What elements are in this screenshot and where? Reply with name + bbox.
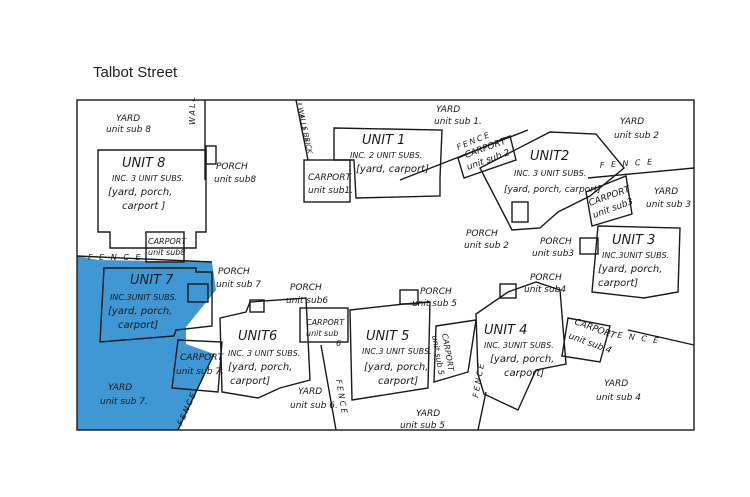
street-name-label: Talbot Street xyxy=(93,64,178,81)
yard-6-label: YARD xyxy=(298,387,322,397)
yard-4-label: YARD xyxy=(604,379,628,389)
unit-4-name: UNIT 4 xyxy=(484,323,527,338)
unit-8-name: UNIT 8 xyxy=(122,156,165,171)
unit-3-inc: INC.3UNIT SUBS. xyxy=(602,251,669,260)
porch-4-label: PORCH xyxy=(530,273,562,283)
unit-5-subs1: [yard, porch, xyxy=(364,362,428,373)
unit-2-name: UNIT2 xyxy=(530,149,569,164)
wall-hatching xyxy=(298,103,308,141)
yard-7-sub: unit sub 7. xyxy=(100,397,148,407)
carport-6-num: 6 xyxy=(336,339,341,348)
porch-8-sub: unit sub8 xyxy=(214,175,256,185)
carport-5 xyxy=(433,319,477,383)
yard-5-label: YARD xyxy=(416,409,440,419)
carport-3 xyxy=(585,175,633,227)
unit-8 xyxy=(97,149,207,249)
unit-8-subs2: carport ] xyxy=(122,201,165,212)
carport-8 xyxy=(145,231,185,263)
yard-3-sub: unit sub 3 xyxy=(646,200,691,210)
unit-3 xyxy=(591,225,681,299)
unit-2-inc: INC. 3 UNIT SUBS. xyxy=(514,169,586,178)
unit-8-subs1: [yard, porch, xyxy=(108,187,172,198)
unit-7-subs1: [yard, porch, xyxy=(108,306,172,317)
yard-8-label: YARD xyxy=(116,114,140,124)
unit-7 xyxy=(99,267,213,343)
unit-2 xyxy=(479,131,625,231)
unit-8-inc: INC. 3 UNIT SUBS. xyxy=(112,174,184,183)
plan-linework xyxy=(76,99,695,431)
unit-7-subs2: carport] xyxy=(118,320,158,331)
porch-7-sub: unit sub 7 xyxy=(216,280,261,290)
porch-6-label: PORCH xyxy=(290,283,322,293)
unit-3-name: UNIT 3 xyxy=(612,233,655,248)
carport-4 xyxy=(561,317,611,363)
unit-7-highlight[interactable] xyxy=(77,256,216,430)
yard-7-label: YARD xyxy=(108,383,132,393)
carport-6-label: CARPORT xyxy=(306,318,345,327)
wall-label: WALL xyxy=(188,95,197,125)
walls-brick-label: WALLS BRICK xyxy=(296,107,314,156)
porch-2-sub: unit sub 2 xyxy=(464,241,509,251)
porch-2-label: PORCH xyxy=(466,229,498,239)
unit-5-subs2: carport] xyxy=(378,376,418,387)
unit-4-inc: INC. 3UNIT SUBS. xyxy=(484,341,554,350)
unit-4-subs1: [yard, porch, xyxy=(490,354,554,365)
fence-label-left: F E N C E xyxy=(88,253,142,262)
yard-3-label: YARD xyxy=(654,187,678,197)
unit-5-inc: INC.3 UNIT SUBS. xyxy=(362,347,432,356)
porch-5-label: PORCH xyxy=(420,287,452,297)
unit-7-name: UNIT 7 xyxy=(130,273,174,288)
unit-6-name: UNIT6 xyxy=(238,329,277,344)
unit-5-name: UNIT 5 xyxy=(366,329,409,344)
porch-8-label: PORCH xyxy=(216,162,248,172)
carport-7-sub: unit sub 7. xyxy=(176,367,224,377)
unit-7-inc: INC.3UNIT SUBS. xyxy=(110,293,177,302)
unit-6-subs2: carport] xyxy=(230,376,270,387)
unit-4-subs2: carport] xyxy=(504,368,544,379)
yard-2-label: YARD xyxy=(620,117,644,127)
porch-3-label: PORCH xyxy=(540,237,572,247)
carport-7 xyxy=(171,339,223,393)
yard-1-sub: unit sub 1. xyxy=(434,117,482,127)
property-boundary xyxy=(76,99,695,431)
carport-1-sub: unit sub1. xyxy=(308,186,353,196)
unit-6 xyxy=(219,297,311,399)
carport-6-sub: unit sub xyxy=(306,329,338,338)
yard-1-label: YARD xyxy=(436,105,460,115)
carport-2 xyxy=(457,135,517,179)
yard-6-sub: unit sub 6. xyxy=(290,401,338,411)
carport-6 xyxy=(299,307,349,343)
carport-8-label: CARPORT xyxy=(148,237,187,246)
unit-1-inc: INC. 2 UNIT SUBS. xyxy=(350,151,422,160)
unit-3-subs2: carport] xyxy=(598,278,638,289)
unit-3-subs1: [yard, porch, xyxy=(598,264,662,275)
porch-3-sub: unit sub3 xyxy=(532,249,574,259)
porch-7-label: PORCH xyxy=(218,267,250,277)
porch-6-sub: unit sub6 xyxy=(286,296,328,306)
unit-2-subs: [yard, porch, carport] xyxy=(504,185,601,195)
yard-5-sub: unit sub 5 xyxy=(400,421,445,431)
unit-1-subs: [yard, carport] xyxy=(356,164,429,175)
unit-4 xyxy=(475,281,567,411)
yard-4-sub: unit sub 4 xyxy=(596,393,641,403)
yard-8-sub: unit sub 8 xyxy=(106,125,151,135)
carport-1 xyxy=(303,159,351,203)
fence-label-right-top: F E N C E xyxy=(600,157,655,170)
fence-left xyxy=(76,255,213,263)
carport-7-label: CARPORT xyxy=(180,353,224,363)
yard-2-sub: unit sub 2 xyxy=(614,131,659,141)
porch-5-sub: unit sub 5 xyxy=(412,299,457,309)
unit-6-inc: INC. 3 UNIT SUBS. xyxy=(228,349,300,358)
unit-5 xyxy=(349,301,431,401)
carport-8-sub: unit sub8 xyxy=(148,248,185,257)
porch-4-sub: unit sub4 xyxy=(524,285,566,295)
unit-6-subs1: [yard, porch, xyxy=(228,362,292,373)
unit-1-name: UNIT 1 xyxy=(362,133,405,148)
carport-1-label: CARPORT xyxy=(308,173,352,183)
